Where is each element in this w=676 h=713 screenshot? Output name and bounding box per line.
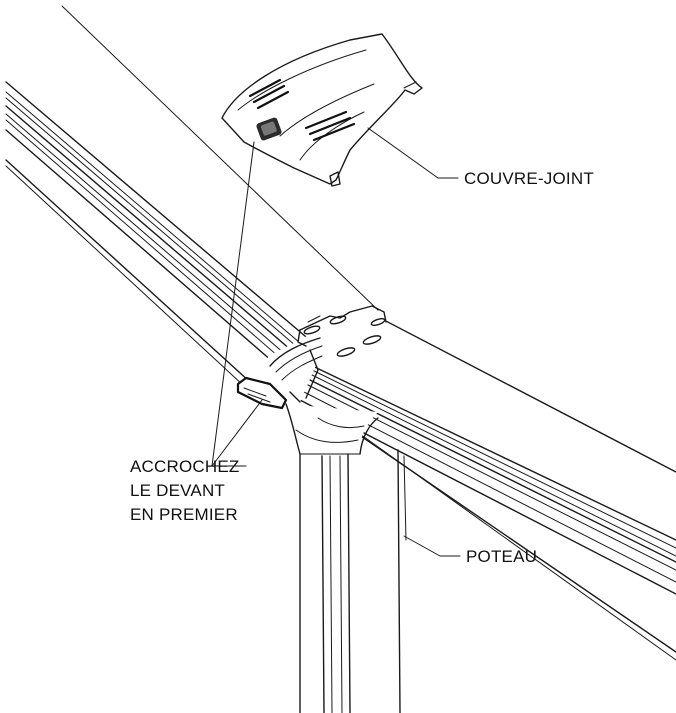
post-leader bbox=[403, 535, 461, 557]
label-hook-line3: EN PREMIER bbox=[130, 505, 238, 524]
label-post: POTEAU bbox=[466, 547, 537, 566]
corner-bracket bbox=[236, 305, 388, 410]
guide-line bbox=[61, 5, 381, 313]
left-beam bbox=[5, 78, 313, 387]
cover-leader bbox=[367, 127, 459, 179]
label-hook-line2: LE DEVANT bbox=[130, 481, 225, 500]
joint-cover bbox=[221, 33, 423, 187]
right-beam bbox=[299, 317, 676, 661]
label-hook-line1: ACCROCHEZ bbox=[130, 457, 239, 476]
post bbox=[285, 403, 407, 713]
hook-leader-bracket bbox=[211, 399, 263, 467]
label-cover: COUVRE-JOINT bbox=[464, 169, 594, 188]
